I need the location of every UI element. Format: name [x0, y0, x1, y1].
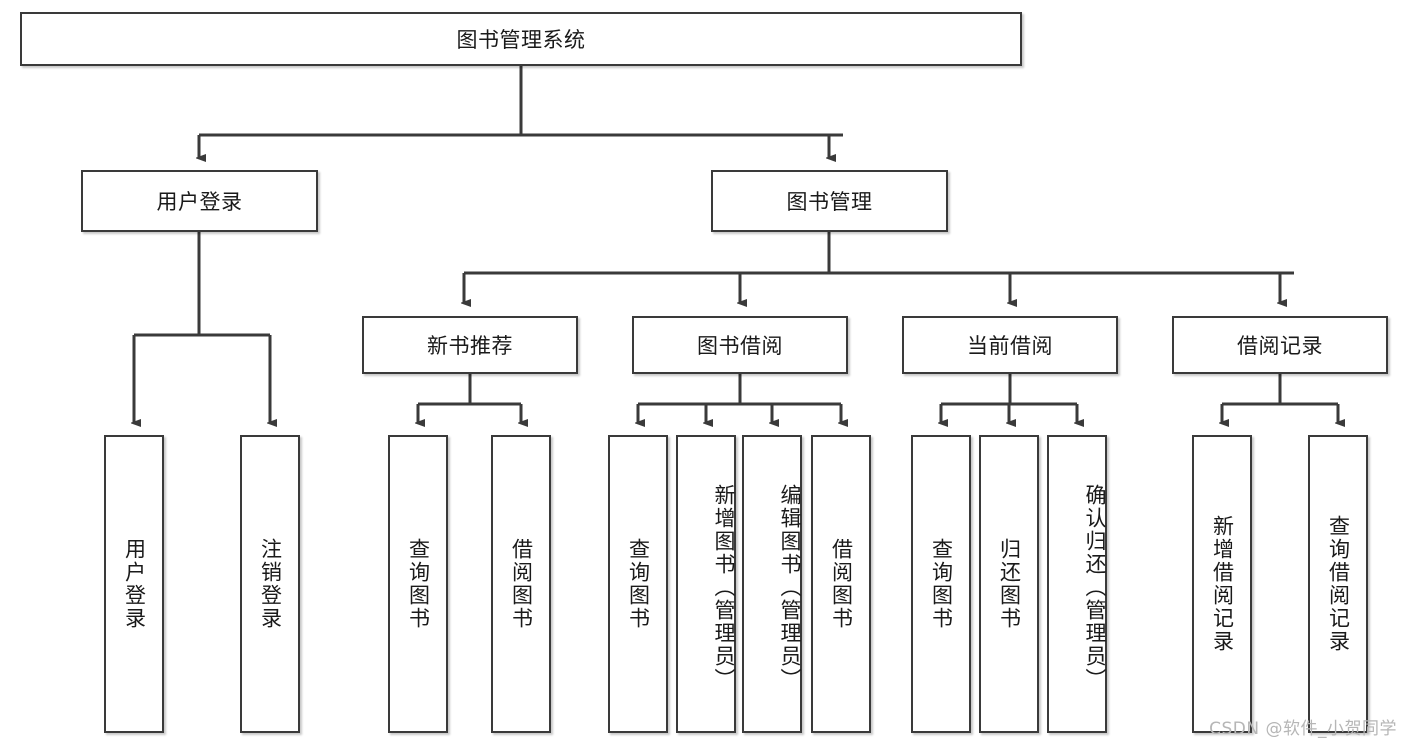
- node-label: 借阅记录: [1237, 334, 1323, 358]
- node-label: 确认归还（管理员）: [1083, 483, 1107, 691]
- node-label: 编辑图书（管理员）: [778, 483, 802, 691]
- node-label: 图书借阅: [697, 334, 783, 358]
- node-label: 归还图书: [997, 538, 1022, 630]
- node-leaf-query-borrow-record[interactable]: 查询借阅记录: [1308, 435, 1368, 733]
- node-label: 借阅图书: [829, 538, 854, 630]
- node-label: 图书管理系统: [456, 28, 586, 52]
- node-leaf-query-books-borrow[interactable]: 查询图书: [608, 435, 668, 733]
- node-leaf-user-login[interactable]: 用户登录: [104, 435, 164, 733]
- node-leaf-confirm-return-admin[interactable]: 确认归还（管理员）: [1047, 435, 1107, 733]
- node-leaf-add-borrow-record[interactable]: 新增借阅记录: [1192, 435, 1252, 733]
- node-label: 新增图书（管理员）: [712, 483, 736, 691]
- node-label: 查询借阅记录: [1326, 515, 1351, 653]
- node-borrow-record[interactable]: 借阅记录: [1172, 316, 1388, 374]
- node-book-borrow[interactable]: 图书借阅: [632, 316, 848, 374]
- node-leaf-borrow-books[interactable]: 借阅图书: [811, 435, 871, 733]
- node-label: 注销登录: [258, 538, 283, 630]
- csdn-watermark: CSDN @软件_小贺同学: [1209, 719, 1397, 739]
- node-label: 用户登录: [156, 190, 243, 214]
- node-book-management-system[interactable]: 图书管理系统: [20, 12, 1022, 66]
- node-label: 用户登录: [122, 538, 147, 630]
- node-book-management[interactable]: 图书管理: [711, 170, 948, 232]
- node-leaf-borrow-books-recommend[interactable]: 借阅图书: [491, 435, 551, 733]
- node-label: 借阅图书: [509, 538, 534, 630]
- node-leaf-return-books[interactable]: 归还图书: [979, 435, 1039, 733]
- node-label: 图书管理: [786, 190, 873, 214]
- node-leaf-query-books-current[interactable]: 查询图书: [911, 435, 971, 733]
- node-label: 查询图书: [626, 538, 651, 630]
- node-current-borrow[interactable]: 当前借阅: [902, 316, 1118, 374]
- node-label: 当前借阅: [967, 334, 1053, 358]
- node-label: 新书推荐: [427, 334, 513, 358]
- node-leaf-edit-book-admin[interactable]: 编辑图书（管理员）: [742, 435, 802, 733]
- node-label: 查询图书: [406, 538, 431, 630]
- node-leaf-logout[interactable]: 注销登录: [240, 435, 300, 733]
- node-new-book-recommend[interactable]: 新书推荐: [362, 316, 578, 374]
- node-label: 新增借阅记录: [1210, 515, 1235, 653]
- node-leaf-add-book-admin[interactable]: 新增图书（管理员）: [676, 435, 736, 733]
- node-user-login[interactable]: 用户登录: [81, 170, 318, 232]
- node-label: 查询图书: [929, 538, 954, 630]
- node-leaf-query-books-recommend[interactable]: 查询图书: [388, 435, 448, 733]
